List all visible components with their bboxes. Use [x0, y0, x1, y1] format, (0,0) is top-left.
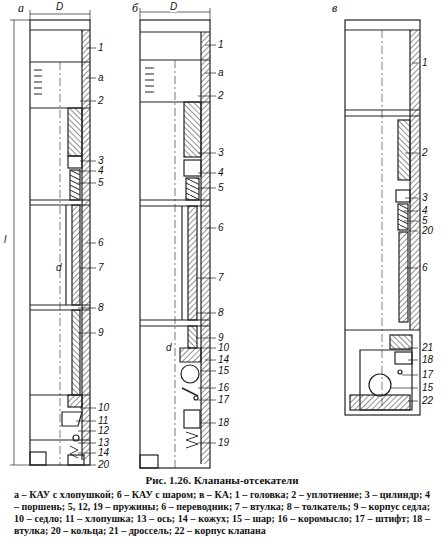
- callout-number: 3: [98, 156, 104, 166]
- dimension-label: D: [170, 2, 177, 12]
- callout-number: 2: [98, 96, 104, 106]
- callout-number: 6: [422, 263, 428, 273]
- callout-number: d: [166, 343, 172, 353]
- figure-title: Рис. 1.26. Клапаны-отсекатели: [14, 474, 430, 486]
- dimension-label: l: [4, 235, 6, 245]
- callout-number: 14: [98, 448, 109, 458]
- callout-number: 9: [218, 333, 224, 343]
- callout-number: 5: [218, 183, 224, 193]
- callout-number: d: [56, 263, 62, 273]
- callout-number: 8: [218, 308, 224, 318]
- callout-number: 20: [98, 460, 109, 470]
- callout-number: 17: [218, 395, 229, 405]
- callout-number: 19: [218, 438, 229, 448]
- dimension-label: D: [56, 2, 63, 12]
- callout-number: 1: [98, 43, 104, 53]
- callout-number: а: [218, 68, 224, 78]
- callout-number: 12: [98, 426, 109, 436]
- figure-letter: б: [132, 2, 138, 14]
- callout-number: 16: [218, 383, 229, 393]
- callout-number: 9: [98, 328, 104, 338]
- callout-number: 18: [218, 418, 229, 428]
- callout-number: а: [98, 73, 104, 83]
- callout-number: 1: [218, 40, 224, 50]
- callout-number: 1: [422, 58, 428, 68]
- figure-letter: а: [18, 2, 24, 14]
- callout-number: 5: [98, 178, 104, 188]
- callout-number: 6: [218, 223, 224, 233]
- callout-number: 10: [98, 403, 109, 413]
- figure-letter: в: [332, 2, 337, 14]
- figure-caption: а – КАУ с хлопушкой; б – КАУ с шаром; в …: [14, 489, 430, 537]
- callout-number: 2: [422, 148, 428, 158]
- callout-number: 8: [98, 303, 104, 313]
- callout-number: 4: [98, 166, 104, 176]
- callout-number: 6: [98, 238, 104, 248]
- callout-number: 21: [422, 343, 433, 353]
- callout-number: 3: [218, 148, 224, 158]
- callout-number: 3: [422, 193, 428, 203]
- callout-number: 15: [218, 366, 229, 376]
- callout-number: 11: [98, 416, 108, 426]
- callout-number: 7: [98, 263, 104, 273]
- callout-number: 10: [218, 343, 229, 353]
- callout-number: 22: [422, 396, 433, 406]
- callout-number: 5: [422, 216, 428, 226]
- callout-number: 2: [218, 91, 224, 101]
- callout-number: 4: [422, 206, 428, 216]
- callout-number: 14: [218, 355, 229, 365]
- callout-number: 15: [422, 383, 433, 393]
- callout-number: 13: [98, 438, 109, 448]
- callout-number: 17: [422, 370, 433, 380]
- callout-number: 7: [218, 273, 224, 283]
- callout-number: 18: [422, 355, 433, 365]
- callout-number: 4: [218, 168, 224, 178]
- callout-number: 20: [422, 226, 433, 236]
